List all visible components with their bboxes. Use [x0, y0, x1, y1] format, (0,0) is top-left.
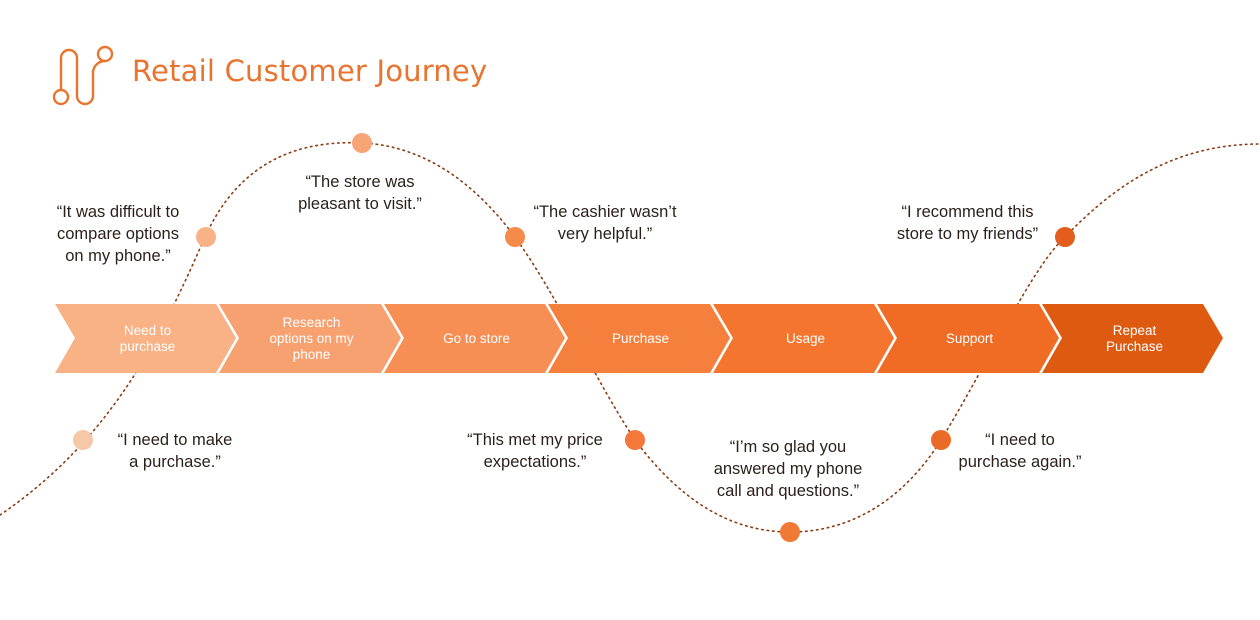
- quote-store-pleasant: “The store was pleasant to visit.”: [298, 173, 422, 213]
- quote-purchase-again: “I need to purchase again.”: [958, 431, 1082, 471]
- step-label-purchase: Purchase: [611, 330, 670, 346]
- step-chevron-support: [877, 304, 1059, 373]
- step-chevron-repeat-purchase: [1042, 304, 1223, 373]
- curve-dot: [780, 522, 800, 542]
- step-label-support: Support: [945, 330, 994, 346]
- curve-dot: [352, 133, 372, 153]
- quote-recommend: “I recommend this store to my friends”: [896, 203, 1039, 243]
- step-label-repeat-purchase: Repeat Purchase: [1105, 322, 1164, 354]
- journey-curve: [0, 141, 1260, 533]
- step-chevron-go-to-store: [384, 304, 565, 373]
- step-label-research: Research options on my phone: [269, 314, 354, 362]
- curve-dot: [931, 430, 951, 450]
- step-label-need-to-purchase: Need to purchase: [119, 322, 176, 354]
- step-chevron-research: [219, 304, 401, 373]
- quote-phone-call: “I’m so glad you answered my phone call …: [713, 438, 863, 500]
- quote-difficult-compare: “It was difficult to compare options on …: [56, 203, 180, 265]
- curve-dot: [73, 430, 93, 450]
- step-label-usage: Usage: [785, 330, 826, 346]
- page-title: Retail Customer Journey: [132, 54, 488, 88]
- quote-cashier: “The cashier wasn’t very helpful.”: [533, 203, 677, 243]
- step-chevron-purchase: [548, 304, 730, 373]
- quote-price-expectations: “This met my price expectations.”: [467, 431, 603, 471]
- journey-dots: [73, 133, 1075, 542]
- logo-icon: [52, 45, 114, 106]
- step-chevron-need-to-purchase: [55, 304, 236, 373]
- step-label-go-to-store: Go to store: [443, 330, 510, 346]
- curve-dot: [1055, 227, 1075, 247]
- journey-steps: [55, 304, 1223, 373]
- curve-dot: [505, 227, 525, 247]
- quote-need-purchase: “I need to make a purchase.”: [117, 431, 233, 471]
- curve-dot: [196, 227, 216, 247]
- step-chevron-usage: [713, 304, 894, 373]
- curve-dot: [625, 430, 645, 450]
